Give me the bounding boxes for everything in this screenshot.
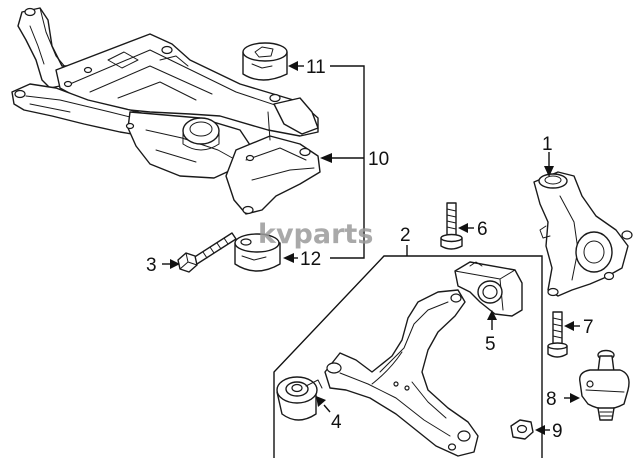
subframe-part[interactable] xyxy=(11,7,321,215)
control-arm-front-bushing[interactable] xyxy=(276,376,323,421)
callout-8-arrow xyxy=(570,393,580,403)
control-arm-bolt-6[interactable] xyxy=(440,202,463,250)
callout-9-arrow xyxy=(535,425,545,435)
callout-9: 9 xyxy=(552,421,563,442)
ball-joint-pinch-bolt-7[interactable] xyxy=(547,311,568,358)
callout-2: 2 xyxy=(400,225,411,246)
kvparts-watermark: kvparts xyxy=(258,219,373,250)
callout-4-leader xyxy=(323,404,331,413)
assembly-bracket-2 xyxy=(273,255,543,458)
lower-control-arm[interactable] xyxy=(324,289,479,457)
ball-joint-nut[interactable] xyxy=(510,419,534,440)
callout-5-arrow xyxy=(487,310,497,320)
steering-knuckle[interactable] xyxy=(533,171,633,297)
callout-5: 5 xyxy=(485,334,496,355)
callout-11-arrow xyxy=(288,61,298,71)
callout-12-arrow xyxy=(283,253,294,263)
callout-4-arrow xyxy=(316,396,326,407)
callout-1: 1 xyxy=(542,134,553,155)
callout-1-arrow xyxy=(544,166,554,177)
callout-3-arrow xyxy=(170,259,180,269)
callout-10: 10 xyxy=(368,149,389,170)
callout-11-leader xyxy=(330,65,365,259)
callout-7-arrow xyxy=(564,321,574,331)
callout-10-arrow xyxy=(320,153,332,163)
ball-joint[interactable] xyxy=(579,349,630,421)
callout-11: 11 xyxy=(306,57,326,78)
callout-8: 8 xyxy=(546,389,557,410)
control-arm-rear-bushing[interactable] xyxy=(454,261,523,317)
callout-6-arrow xyxy=(458,223,468,233)
callout-7: 7 xyxy=(583,317,594,338)
callout-4: 4 xyxy=(331,412,342,433)
lower-subframe-bushing[interactable] xyxy=(234,233,281,272)
callout-12: 12 xyxy=(300,249,321,270)
subframe-mounting-bolt[interactable] xyxy=(177,232,237,273)
callout-6: 6 xyxy=(477,219,488,240)
upper-subframe-bushing[interactable] xyxy=(242,42,288,81)
callout-3: 3 xyxy=(146,255,157,276)
